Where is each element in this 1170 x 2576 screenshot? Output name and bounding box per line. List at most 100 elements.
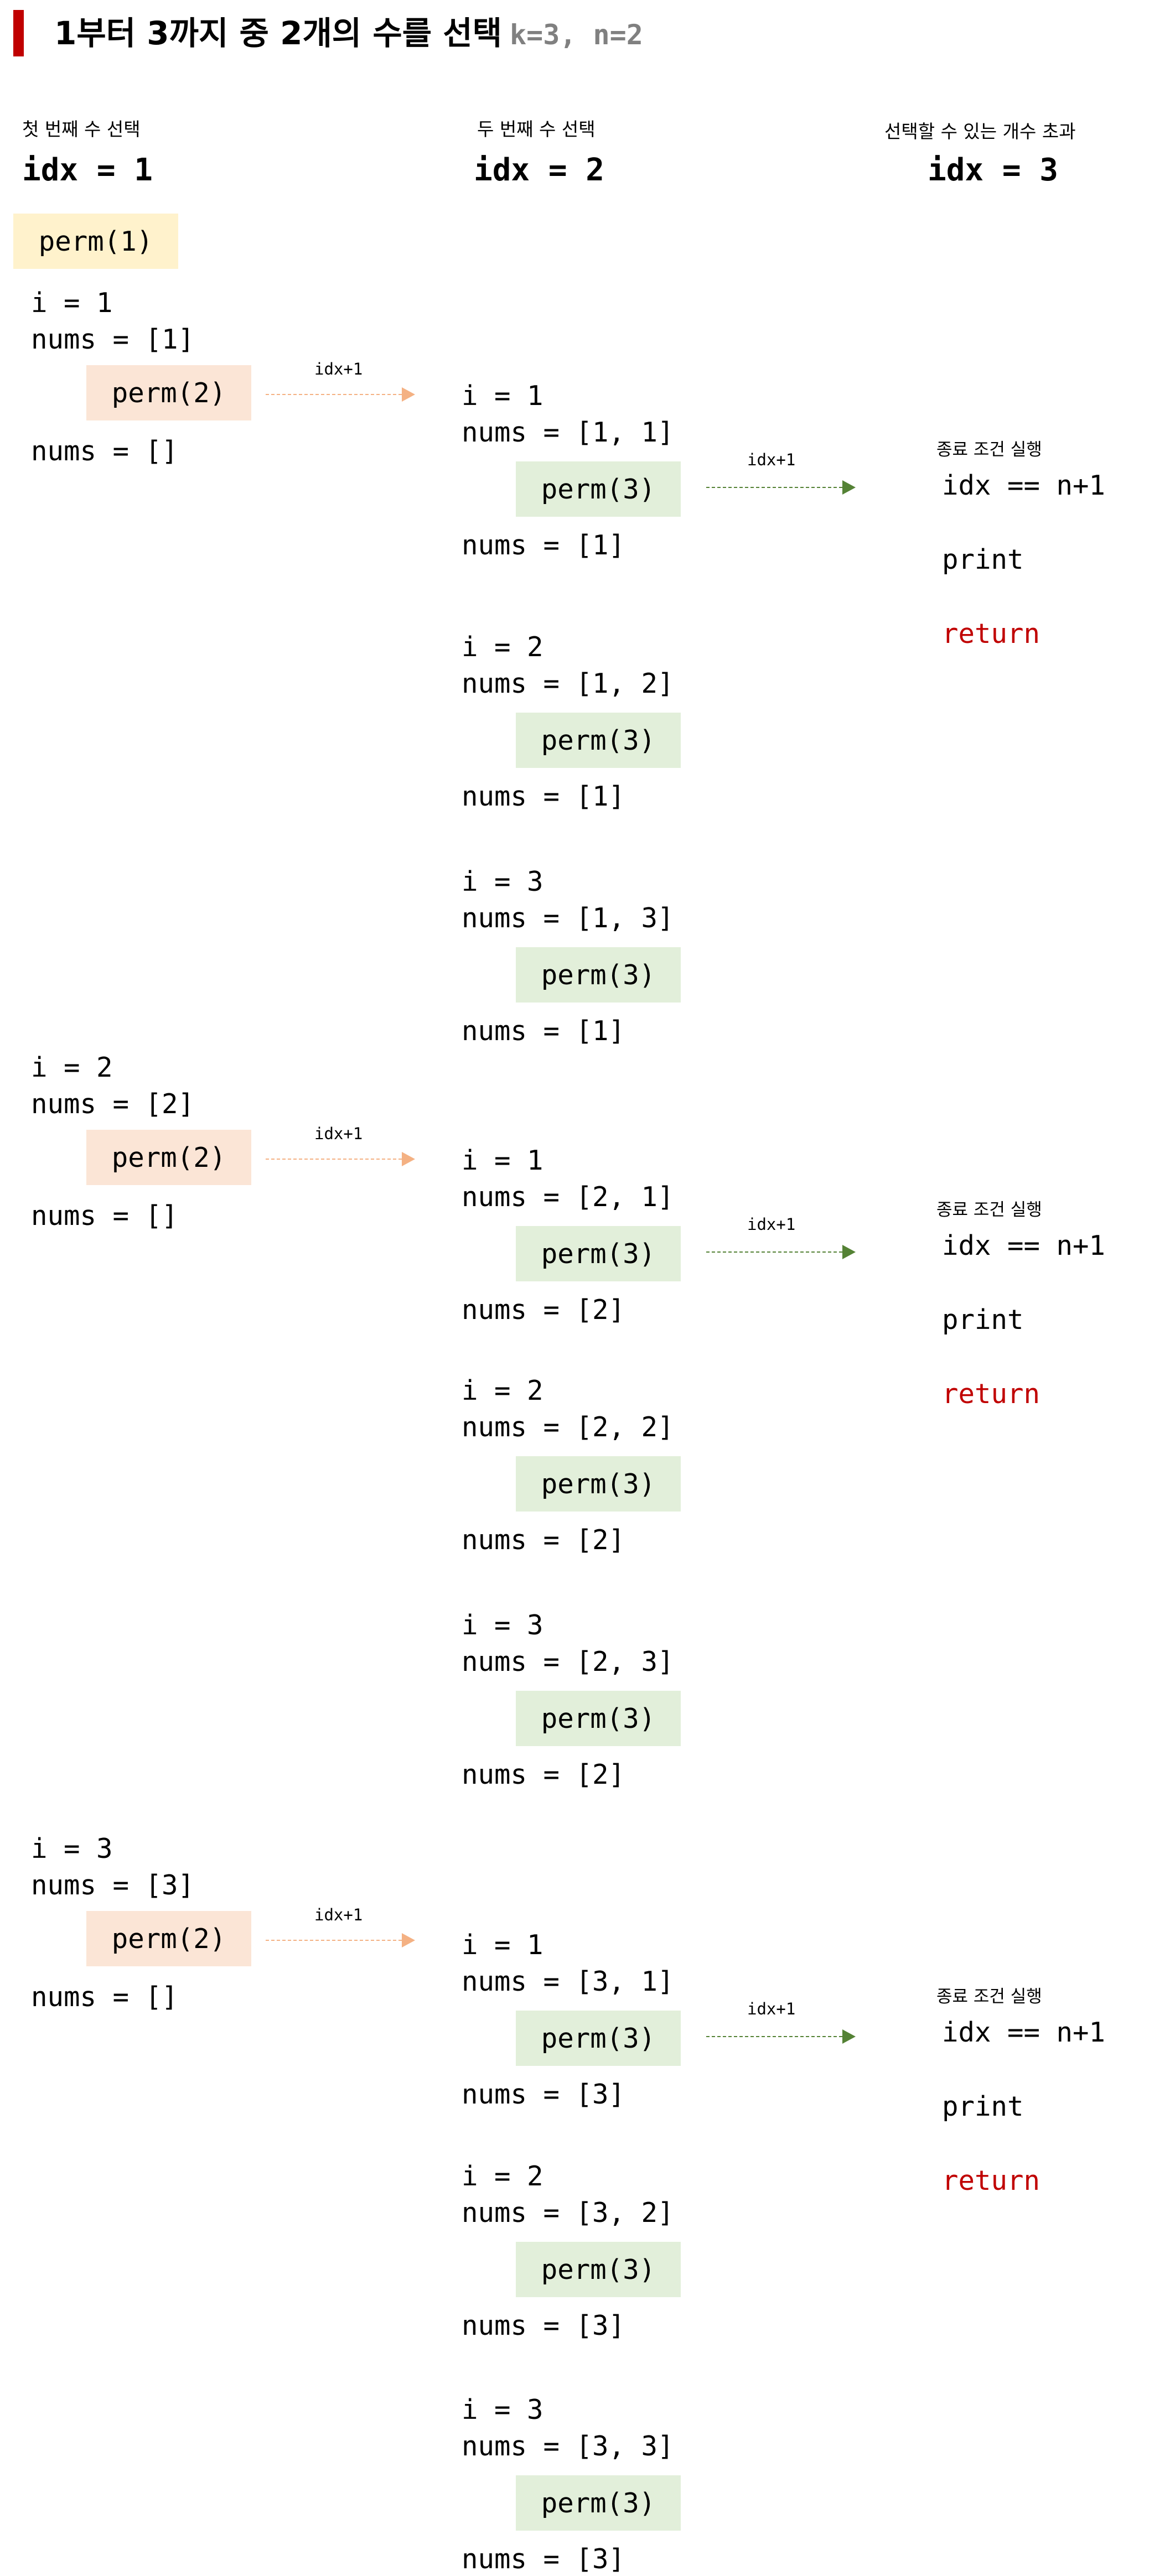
level1-arrow-label: idx+1 xyxy=(314,1905,363,1924)
level2-nums-after: nums = [2] xyxy=(462,1759,625,1790)
level1-call-box: perm(2) xyxy=(86,1130,251,1185)
level2-i: i = 1 xyxy=(462,380,543,412)
level1-call-box: perm(2) xyxy=(86,1911,251,1966)
level2-nums-before: nums = [1, 1] xyxy=(462,417,674,448)
level1-i: i = 1 xyxy=(31,287,113,319)
level1-nums-after: nums = [] xyxy=(31,1981,178,2013)
level2-arrow-line xyxy=(706,2036,842,2037)
terminal-caption: 종료 조건 실행 xyxy=(936,440,1042,460)
level2-nums-after: nums = [1] xyxy=(462,781,625,812)
level2-i: i = 2 xyxy=(462,1375,543,1406)
terminal-return: return xyxy=(942,1378,1040,1410)
level2-nums-before: nums = [2, 2] xyxy=(462,1411,674,1443)
level2-call-label: perm(3) xyxy=(541,1702,656,1734)
level2-nums-after: nums = [3] xyxy=(462,2079,625,2110)
level2-arrow-head xyxy=(842,1245,856,1259)
level2-call-box: perm(3) xyxy=(516,2242,681,2297)
level1-call-label: perm(2) xyxy=(111,377,226,409)
level2-i: i = 2 xyxy=(462,631,543,663)
level1-arrow-line xyxy=(266,1940,402,1941)
level2-arrow xyxy=(706,479,856,496)
title-params: k=3, n=2 xyxy=(510,19,643,51)
level1-arrow xyxy=(266,386,415,403)
level1-arrow-label: idx+1 xyxy=(314,1124,363,1143)
level2-call-box: perm(3) xyxy=(516,1691,681,1746)
level1-call-label: perm(2) xyxy=(111,1923,226,1955)
root-call-label: perm(1) xyxy=(38,225,153,257)
level2-nums-after: nums = [2] xyxy=(462,1524,625,1556)
level1-arrow-line xyxy=(266,1159,402,1160)
level2-nums-before: nums = [2, 1] xyxy=(462,1181,674,1213)
level1-call-box: perm(2) xyxy=(86,365,251,420)
terminal-condition: idx == n+1 xyxy=(942,1230,1106,1261)
level2-arrow-label: idx+1 xyxy=(747,1999,796,2018)
title-accent-bar xyxy=(13,10,24,56)
level2-i: i = 3 xyxy=(462,866,543,897)
level2-arrow xyxy=(706,2028,856,2045)
level1-arrow-head xyxy=(402,387,415,402)
terminal-caption: 종료 조건 실행 xyxy=(936,1987,1042,2007)
terminal-caption: 종료 조건 실행 xyxy=(936,1200,1042,1220)
level2-arrow-line xyxy=(706,1251,842,1253)
level2-nums-before: nums = [1, 2] xyxy=(462,668,674,699)
level2-i: i = 1 xyxy=(462,1929,543,1961)
root-call-box: perm(1) xyxy=(13,214,178,269)
title-main: 1부터 3까지 중 2개의 수를 선택 xyxy=(54,14,502,52)
level1-arrow-line xyxy=(266,394,402,395)
level2-arrow-head xyxy=(842,480,856,495)
terminal-print: print xyxy=(942,1304,1024,1336)
level1-nums-before: nums = [3] xyxy=(31,1869,195,1901)
level2-call-box: perm(3) xyxy=(516,2011,681,2066)
level2-nums-before: nums = [3, 2] xyxy=(462,2197,674,2229)
level2-arrow xyxy=(706,1244,856,1260)
level2-call-box: perm(3) xyxy=(516,713,681,768)
column-3-caption: 선택할 수 있는 개수 초과 xyxy=(884,121,1076,142)
level2-i: i = 3 xyxy=(462,1609,543,1641)
level2-arrow-line xyxy=(706,487,842,488)
level2-i: i = 2 xyxy=(462,2160,543,2192)
level2-call-label: perm(3) xyxy=(541,473,656,505)
level2-call-label: perm(3) xyxy=(541,2022,656,2054)
level1-arrow-head xyxy=(402,1152,415,1166)
level2-nums-after: nums = [2] xyxy=(462,1294,625,1326)
terminal-condition: idx == n+1 xyxy=(942,470,1106,501)
terminal-condition: idx == n+1 xyxy=(942,2017,1106,2048)
column-2-idx: idx = 2 xyxy=(474,152,605,188)
level2-call-box: perm(3) xyxy=(516,947,681,1003)
level2-i: i = 3 xyxy=(462,2394,543,2426)
level2-arrow-label: idx+1 xyxy=(747,450,796,469)
level2-nums-after: nums = [3] xyxy=(462,2543,625,2575)
column-1-idx: idx = 1 xyxy=(22,152,153,188)
level1-arrow xyxy=(266,1151,415,1167)
level1-call-label: perm(2) xyxy=(111,1141,226,1173)
level2-call-label: perm(3) xyxy=(541,2253,656,2286)
level2-nums-before: nums = [1, 3] xyxy=(462,902,674,934)
level1-arrow xyxy=(266,1932,415,1949)
level1-nums-after: nums = [] xyxy=(31,435,178,467)
level2-call-label: perm(3) xyxy=(541,1238,656,1270)
level2-call-label: perm(3) xyxy=(541,959,656,991)
level2-call-box: perm(3) xyxy=(516,2475,681,2531)
column-2-caption: 두 번째 수 선택 xyxy=(477,118,596,140)
level2-call-box: perm(3) xyxy=(516,461,681,517)
level2-call-label: perm(3) xyxy=(541,724,656,756)
level2-call-label: perm(3) xyxy=(541,1468,656,1500)
terminal-print: print xyxy=(942,544,1024,575)
column-3-idx: idx = 3 xyxy=(928,152,1059,188)
level1-nums-before: nums = [2] xyxy=(31,1088,195,1120)
level2-call-box: perm(3) xyxy=(516,1226,681,1281)
level2-i: i = 1 xyxy=(462,1145,543,1176)
terminal-return: return xyxy=(942,618,1040,650)
level2-nums-after: nums = [3] xyxy=(462,2310,625,2341)
level2-call-label: perm(3) xyxy=(541,2487,656,2519)
terminal-return: return xyxy=(942,2165,1040,2196)
terminal-print: print xyxy=(942,2091,1024,2122)
level2-call-box: perm(3) xyxy=(516,1456,681,1512)
level2-nums-after: nums = [1] xyxy=(462,529,625,561)
level2-arrow-head xyxy=(842,2029,856,2044)
level1-arrow-label: idx+1 xyxy=(314,360,363,378)
level2-nums-before: nums = [2, 3] xyxy=(462,1646,674,1677)
level1-arrow-head xyxy=(402,1933,415,1947)
level2-nums-before: nums = [3, 1] xyxy=(462,1966,674,1997)
